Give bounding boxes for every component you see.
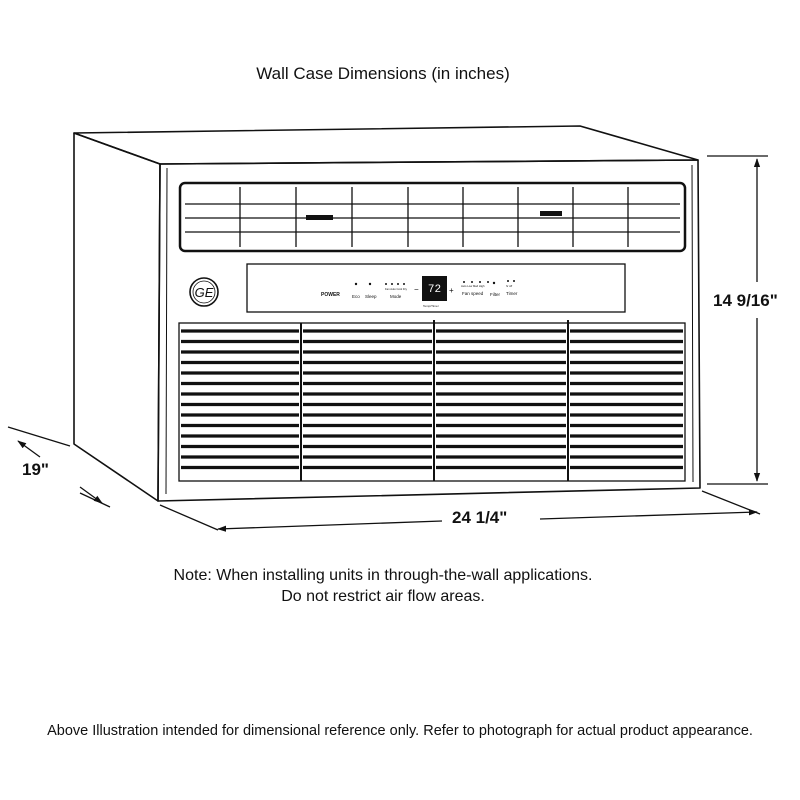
mode-options: Fan Auto Cool Dry xyxy=(385,287,408,291)
depth-dimension-label: 19" xyxy=(22,460,49,479)
power-label: POWER xyxy=(321,292,340,298)
disclaimer: Above Illustration intended for dimensio… xyxy=(47,723,753,739)
plus-label: + xyxy=(449,286,454,295)
height-dimension-label: 14 9/16" xyxy=(713,291,778,310)
timer-label: Timer xyxy=(506,291,518,296)
top-grille xyxy=(178,181,687,253)
width-dimension-label: 24 1/4" xyxy=(452,508,508,527)
case-front xyxy=(157,159,701,502)
fan-speed-label: Fan speed xyxy=(462,291,484,296)
control-panel: POWER Eco Sleep Fan Auto Cool Dry Mode −… xyxy=(246,263,626,313)
temperature-display xyxy=(422,276,447,301)
page-title: Wall Case Dimensions (in inches) xyxy=(256,64,510,83)
fan-options: Auto Low Med High xyxy=(461,284,485,288)
case-side xyxy=(73,132,161,502)
front-grille xyxy=(178,320,686,482)
mode-label: Mode xyxy=(390,294,402,299)
installation-note-line-2: Do not restrict air flow areas. xyxy=(281,588,485,605)
minus-label: − xyxy=(414,285,419,294)
timer-options: hr off xyxy=(506,284,512,288)
eco-label: Eco xyxy=(352,294,360,299)
temperature-value: 72 xyxy=(428,284,441,296)
ge-logo: GE xyxy=(189,277,219,307)
temp-timer-label: Temp/Timer xyxy=(423,304,439,308)
filter-label: Filter xyxy=(490,292,501,297)
installation-note: Note: When installing units in through-t… xyxy=(173,567,593,584)
svg-text:GE: GE xyxy=(195,285,214,300)
sleep-label: Sleep xyxy=(365,294,377,299)
case-top xyxy=(73,125,699,165)
